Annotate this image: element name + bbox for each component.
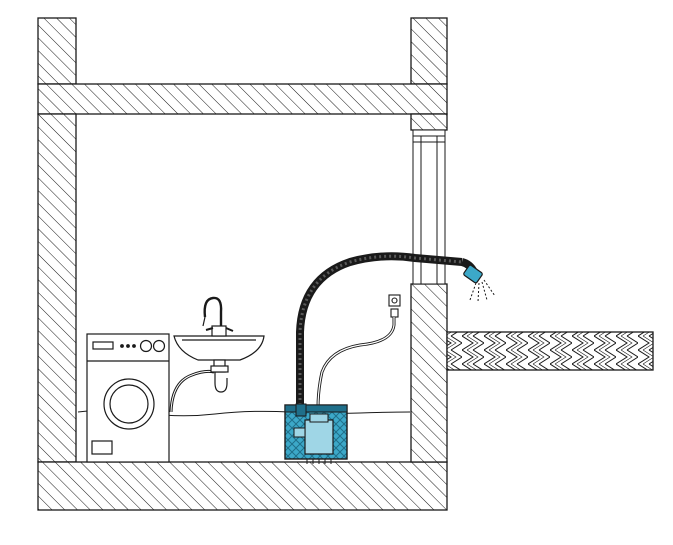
ceiling-slab [37, 83, 448, 115]
floor-slab [37, 461, 448, 511]
faucet-icon [202, 296, 234, 337]
power-cable [316, 317, 396, 409]
spray-icon [463, 264, 496, 303]
building-walls [37, 17, 448, 511]
exterior-ground [446, 331, 654, 371]
right-wall-lower [410, 283, 448, 463]
right-wall-upper [410, 17, 448, 85]
socket-icon [388, 294, 401, 318]
left-wall [37, 113, 77, 463]
sink-icon [173, 335, 265, 393]
pump-body [304, 419, 334, 455]
submersible-pump-icon [284, 403, 348, 464]
left-wall-upper [37, 17, 77, 85]
right-wall-strip [410, 113, 448, 131]
washer-drain-hose [169, 369, 215, 413]
washing-machine-icon [86, 333, 170, 463]
